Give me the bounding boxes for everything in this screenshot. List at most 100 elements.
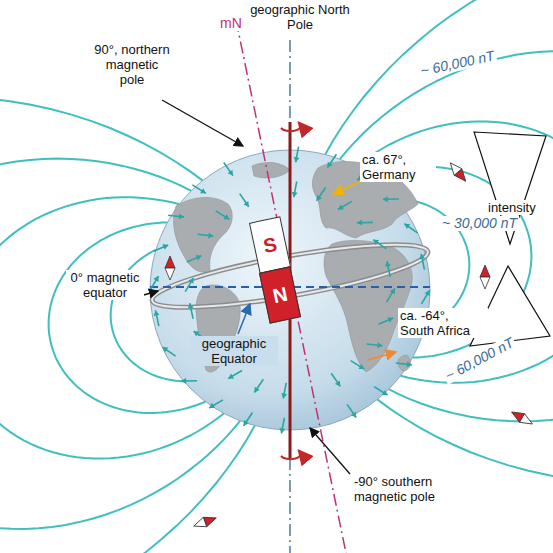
field-arrow-head bbox=[327, 162, 332, 168]
leader-line bbox=[162, 100, 243, 146]
annotation-label: ~ 30,000 nT bbox=[440, 216, 519, 231]
leader-line bbox=[310, 428, 350, 474]
field-arrow-shaft bbox=[153, 245, 168, 251]
field-arrow-head bbox=[209, 403, 215, 408]
field-arrow-shaft bbox=[216, 211, 230, 219]
field-arrow-shaft bbox=[374, 387, 388, 395]
field-arrow-shaft bbox=[317, 188, 326, 201]
continents bbox=[174, 161, 418, 372]
needle-north bbox=[165, 256, 175, 268]
field-arrow-shaft bbox=[187, 256, 202, 262]
field-arrow-head bbox=[196, 255, 202, 261]
field-arrow-shaft bbox=[224, 162, 233, 175]
annotation-label: ca. 67°, Germany bbox=[360, 152, 436, 182]
field-arrow-head bbox=[294, 157, 300, 162]
field-arrow-head bbox=[162, 244, 168, 250]
field-arrow-head bbox=[387, 317, 393, 323]
pole-letter: S bbox=[261, 232, 279, 257]
annotation-label: ca. -64°, South Africa bbox=[398, 308, 488, 338]
field-arrow-shaft bbox=[240, 194, 249, 207]
field-arrow-shaft bbox=[185, 278, 193, 292]
field-arrow-head bbox=[188, 278, 193, 284]
compass-needles bbox=[165, 160, 535, 531]
field-arrow-head bbox=[162, 347, 168, 352]
field-arrow-shaft bbox=[327, 154, 336, 167]
field-arrow-shaft bbox=[331, 373, 340, 386]
needle-south bbox=[192, 517, 207, 531]
field-arrow-shaft bbox=[209, 400, 223, 408]
leader-line bbox=[368, 352, 396, 360]
annotation-label: -90° southern magnetic pole bbox=[352, 474, 442, 504]
field-arrow-head bbox=[179, 213, 184, 219]
field-line bbox=[0, 97, 255, 553]
annotation-label: 90°, northern magnetic pole bbox=[92, 42, 172, 87]
annotation-label: geographic North Pole bbox=[248, 2, 352, 32]
field-arrow-head bbox=[244, 420, 249, 426]
field-arrow-head bbox=[357, 220, 362, 226]
rotation-arrow bbox=[281, 124, 301, 131]
leader-line bbox=[333, 180, 364, 194]
field-arrow-shaft bbox=[386, 288, 394, 302]
field-arrow-head bbox=[224, 214, 230, 219]
field-arrow-head bbox=[407, 361, 412, 367]
field-arrow-head bbox=[390, 288, 395, 294]
compass-needle bbox=[480, 265, 490, 289]
compass-needle bbox=[165, 256, 175, 280]
annotation-label: geographic Equator bbox=[190, 336, 278, 366]
field-arrow-head bbox=[200, 188, 206, 193]
needle-south bbox=[480, 277, 490, 289]
pole-letter: N bbox=[271, 283, 290, 309]
field-arrow-shaft bbox=[347, 404, 356, 417]
field-arrow-shaft bbox=[150, 276, 158, 290]
field-arrow-head bbox=[335, 381, 340, 387]
needle-north bbox=[480, 265, 490, 277]
field-arrow-head bbox=[153, 276, 158, 282]
field-arrow-head bbox=[228, 373, 234, 378]
annotation-label: 0° magnetic equator bbox=[66, 270, 144, 300]
field-arrow-head bbox=[292, 192, 298, 197]
magnetic-axis bbox=[236, 20, 346, 553]
field-arrow-head bbox=[243, 201, 248, 207]
field-arrow-head bbox=[377, 342, 382, 348]
field-arrow-head bbox=[419, 254, 425, 260]
needle-south bbox=[520, 414, 535, 429]
field-arrow-head bbox=[317, 195, 322, 201]
field-arrow-head bbox=[188, 303, 194, 309]
annotation-label: mN bbox=[218, 16, 244, 31]
field-arrow-shaft bbox=[378, 318, 393, 324]
field-arrow-head bbox=[404, 224, 410, 229]
field-arrow-head bbox=[154, 310, 160, 316]
field-arrow-head bbox=[373, 240, 379, 245]
field-arrow-head bbox=[351, 412, 356, 418]
field-arrow-shaft bbox=[254, 379, 263, 392]
field-arrow-head bbox=[208, 232, 213, 238]
compass-needle bbox=[446, 160, 469, 185]
compass-needle bbox=[509, 408, 535, 429]
field-arrow-head bbox=[383, 196, 388, 202]
field-arrow-head bbox=[181, 378, 186, 384]
rotation-arrow bbox=[281, 452, 301, 459]
field-arrow-shaft bbox=[351, 361, 365, 369]
needle-south bbox=[165, 268, 175, 280]
field-arrow-head bbox=[385, 261, 391, 267]
annotation-label: ~ 60,000 nT bbox=[417, 48, 498, 79]
annotation-label: intensity bbox=[486, 200, 538, 215]
field-arrow-head bbox=[254, 387, 259, 393]
compass-needle bbox=[192, 513, 218, 531]
field-arrow-shaft bbox=[404, 224, 417, 233]
field-arrow-head bbox=[382, 390, 388, 395]
field-arrow-head bbox=[338, 204, 344, 209]
field-arrow-shaft bbox=[338, 201, 352, 209]
field-arrow-head bbox=[358, 364, 364, 369]
field-arrow-head bbox=[425, 290, 430, 296]
field-arrow-head bbox=[228, 170, 233, 176]
field-arrow-shaft bbox=[421, 290, 429, 304]
needle-south bbox=[446, 160, 461, 176]
field-arrow-shaft bbox=[192, 185, 206, 193]
field-arrow-shaft bbox=[244, 413, 253, 426]
field-arrow-head bbox=[279, 428, 285, 433]
field-arrow-shaft bbox=[162, 347, 175, 356]
leader-line bbox=[238, 304, 250, 334]
